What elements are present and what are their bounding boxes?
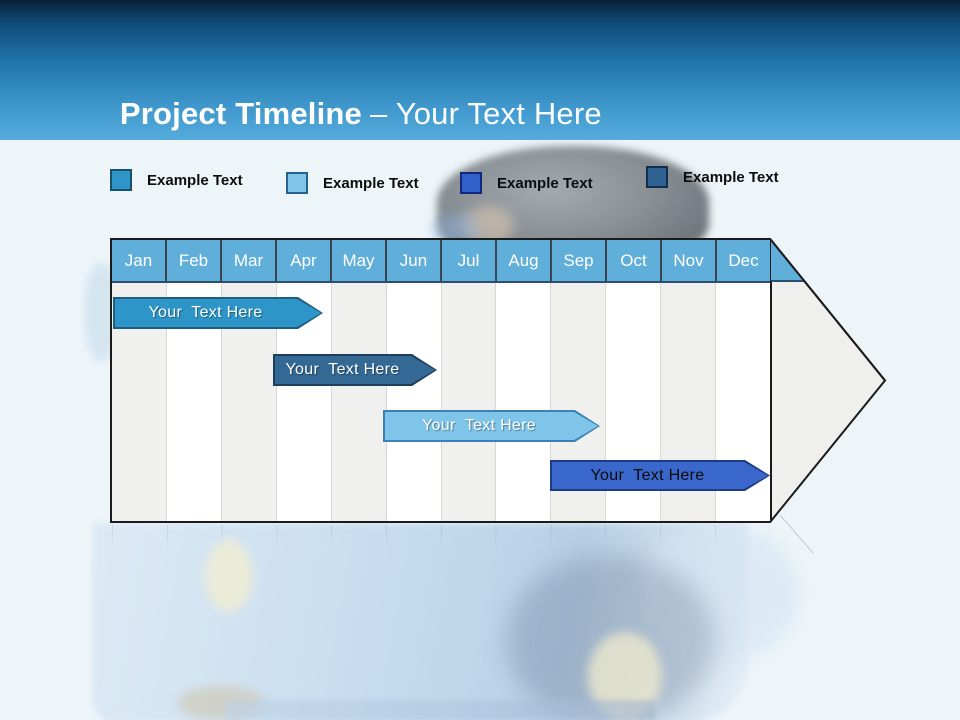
- legend-label-4[interactable]: Example Text: [683, 168, 779, 186]
- bar-label-2[interactable]: Your Text Here: [285, 361, 400, 378]
- legend-label-1[interactable]: Example Text: [147, 171, 243, 189]
- month-cell-jun: Jun: [385, 240, 440, 281]
- slide-title[interactable]: Project Timeline– Your Text Here: [67, 60, 602, 168]
- month-cell-oct: Oct: [605, 240, 660, 281]
- bar-fill-4: [552, 462, 768, 489]
- arrowhead-top-edge: [770, 239, 886, 382]
- bar-label-1[interactable]: Your Text Here: [148, 304, 263, 321]
- legend-swatch-4: [646, 166, 668, 188]
- legend-item-2[interactable]: Example Text: [286, 172, 419, 194]
- month-cell-sep: Sep: [550, 240, 605, 281]
- grid-column: [495, 283, 551, 521]
- bar-label-4[interactable]: Your Text Here: [590, 466, 705, 484]
- grid-column: [385, 283, 441, 521]
- bar-label-3[interactable]: Your Text Here: [422, 417, 536, 434]
- month-cell-mar: Mar: [220, 240, 275, 281]
- month-header-row: Jan Feb Mar Apr May Jun Jul Aug Sep Oct …: [112, 240, 770, 283]
- table-reflection: [112, 525, 770, 549]
- month-cell-may: May: [330, 240, 385, 281]
- background-person-arm: [640, 523, 800, 663]
- month-cell-jan: Jan: [112, 240, 165, 281]
- legend-item-1[interactable]: Example Text: [110, 169, 243, 191]
- bar-fill-3: [385, 412, 598, 440]
- slide-header-band: Project Timeline– Your Text Here: [0, 0, 960, 140]
- timeline-bar-4[interactable]: Your Text Here: [550, 460, 770, 491]
- slide-title-main: Project Timeline: [119, 96, 362, 131]
- arrowhead-body: [770, 238, 887, 523]
- legend-item-3[interactable]: Example Text: [460, 172, 593, 194]
- grid-column: [440, 283, 496, 521]
- bar-fill-1: [115, 299, 321, 327]
- timeline-bar-2[interactable]: Your Text Here: [273, 354, 437, 386]
- month-cell-dec: Dec: [715, 240, 770, 281]
- background-person-hem: [225, 700, 655, 720]
- month-cell-aug: Aug: [495, 240, 550, 281]
- legend-swatch-2: [286, 172, 308, 194]
- legend-item-4[interactable]: Example Text: [646, 166, 779, 188]
- background-person-glove-left: [205, 540, 253, 612]
- month-cell-apr: Apr: [275, 240, 330, 281]
- legend-label-2[interactable]: Example Text: [323, 174, 419, 192]
- month-cell-feb: Feb: [165, 240, 220, 281]
- timeline-bar-1[interactable]: Your Text Here: [113, 297, 323, 329]
- month-cell-jul: Jul: [440, 240, 495, 281]
- legend-swatch-1: [110, 169, 132, 191]
- legend-swatch-3: [460, 172, 482, 194]
- timeline-arrowhead: [770, 238, 887, 523]
- slide-title-placeholder: – Your Text Here: [370, 96, 602, 131]
- legend-label-3[interactable]: Example Text: [497, 174, 593, 192]
- month-cell-nov: Nov: [660, 240, 715, 281]
- grid-column: [330, 283, 386, 521]
- bar-fill-2: [275, 356, 435, 384]
- timeline-bar-3[interactable]: Your Text Here: [383, 410, 600, 442]
